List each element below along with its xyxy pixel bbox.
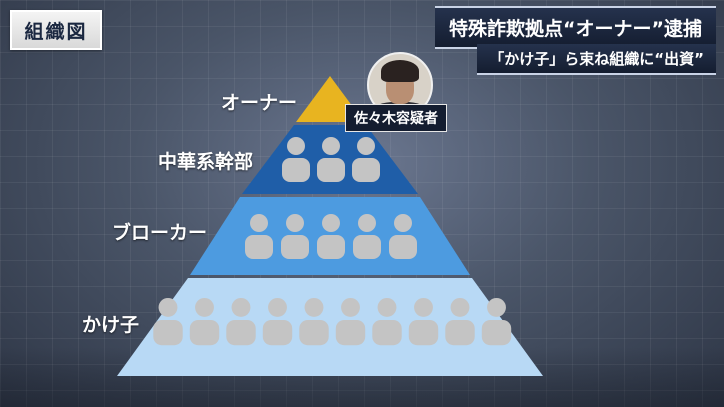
person-icon [389,214,417,259]
person-icon [445,297,475,346]
tier-label-callers: かけ子 [82,314,140,336]
tier-label-brokers: ブローカー [112,222,208,244]
suspect-name-caption: 佐々木容疑者 [345,104,447,132]
person-icon [408,297,439,346]
person-icon [317,137,345,182]
tier-label-owner: オーナー [221,92,298,114]
person-icon [372,297,402,346]
person-icon [189,297,220,346]
person-icon [226,297,256,346]
person-icon [481,297,512,346]
person-icon [262,297,293,346]
tier-label-executives: 中華系幹部 [158,151,254,173]
person-icon [353,214,381,259]
person-icon [352,137,380,182]
news-headline: 特殊詐欺拠点“オーナー”逮捕 [435,6,716,49]
person-icon [153,297,183,346]
person-icon [317,214,345,259]
person-icon [282,137,310,182]
person-icon [281,214,309,259]
person-icon [245,214,273,259]
org-chart-badge: 組織図 [10,10,102,50]
person-icon [299,297,329,346]
people-icons [153,137,512,346]
news-subheadline: 「かけ子」ら束ね組織に“出資” [477,44,716,75]
tier-callers [117,278,543,376]
person-icon [335,297,366,346]
